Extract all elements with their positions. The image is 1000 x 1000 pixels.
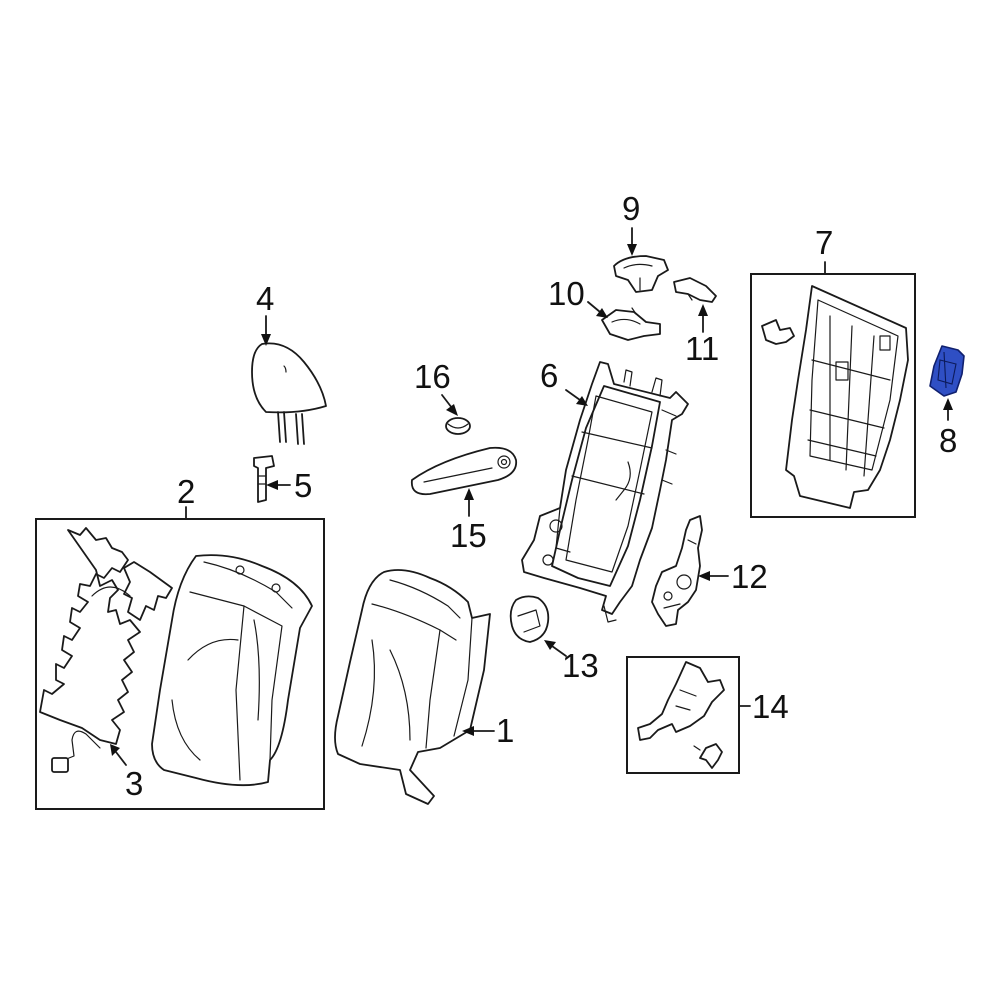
part-14-group (626, 656, 751, 774)
callout-2: 2 (177, 473, 195, 510)
part-9-release-bezel[interactable] (613, 255, 669, 293)
group-box-2 (35, 518, 325, 810)
part-12-recliner[interactable] (651, 515, 703, 627)
callout-7: 7 (815, 224, 833, 261)
part-7-back-panel[interactable] (761, 285, 909, 509)
callout-16: 16 (414, 358, 451, 395)
part-16-clip[interactable] (445, 417, 471, 435)
callout-9: 9 (622, 190, 640, 227)
callout-6: 6 (540, 357, 558, 394)
part-3-seat-heater[interactable] (39, 527, 173, 773)
part-4-headrest[interactable] (251, 342, 327, 445)
part-5-headrest-guide[interactable] (253, 455, 275, 503)
callout-4: 4 (256, 280, 274, 317)
callout-1: 1 (496, 712, 514, 749)
callout-10: 10 (548, 275, 585, 312)
part-7-group (750, 261, 916, 518)
callout-3: 3 (125, 765, 143, 802)
part-8-highlighted[interactable] (929, 345, 965, 397)
group-box-14 (626, 656, 740, 774)
callout-labels: 1 2 3 4 5 6 7 8 9 10 11 12 13 14 15 16 (125, 190, 957, 802)
part-2-group (35, 506, 325, 810)
callout-5: 5 (294, 467, 312, 504)
callout-11: 11 (685, 330, 719, 367)
callout-15: 15 (450, 517, 487, 554)
part-13-cover[interactable] (509, 595, 550, 643)
part-14-bracket[interactable] (637, 661, 725, 769)
group-box-7 (750, 273, 916, 518)
callout-14: 14 (752, 688, 789, 725)
part-15-armrest[interactable] (410, 446, 518, 496)
part-2-seatback-pad[interactable] (151, 554, 313, 787)
callout-13: 13 (562, 647, 599, 684)
leader-arrows (110, 227, 953, 766)
callout-8: 8 (939, 422, 957, 459)
callout-12: 12 (731, 558, 768, 595)
part-6-seatback-frame[interactable] (521, 361, 689, 623)
part-10-release-cover[interactable] (601, 307, 661, 341)
part-1-seatback-cover[interactable] (334, 569, 491, 805)
part-11-trim-cap[interactable] (673, 277, 717, 303)
